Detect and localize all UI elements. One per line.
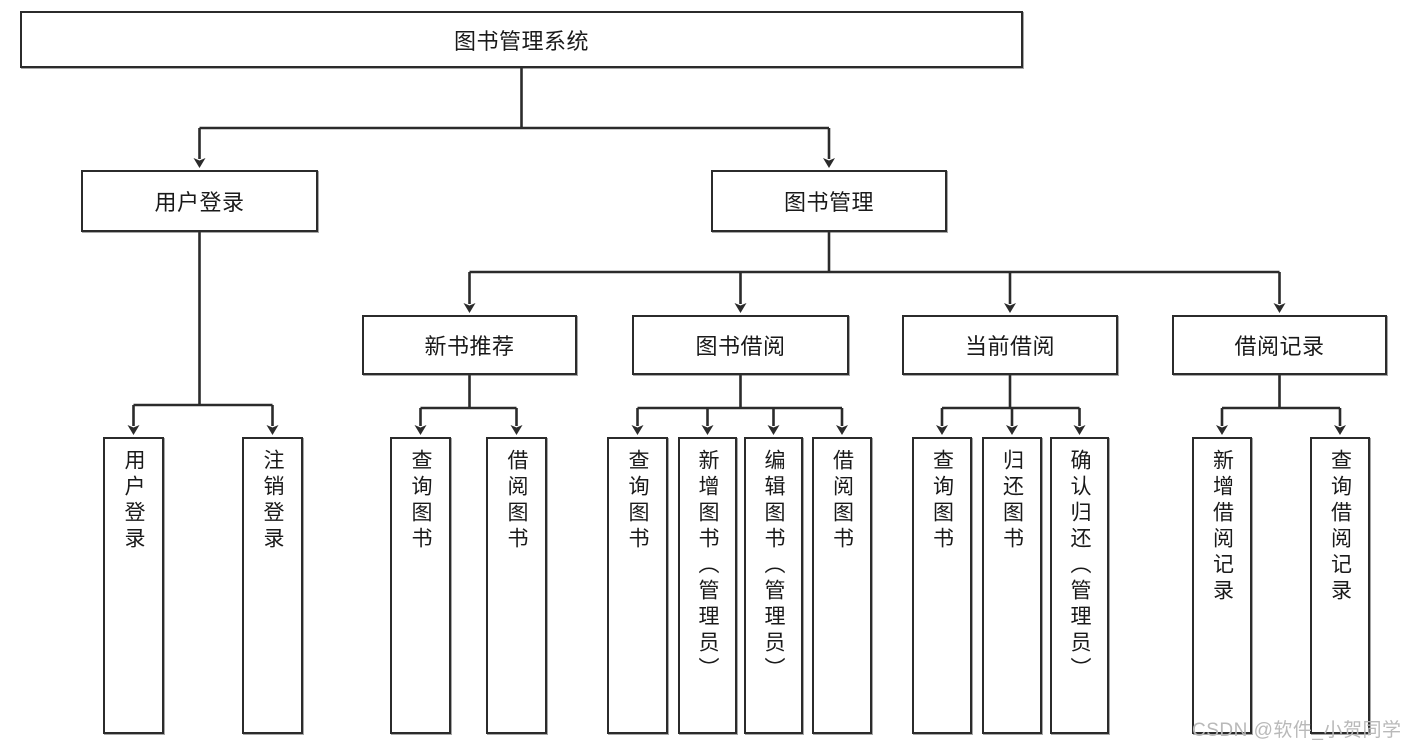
node-label: 确认归还（管理员）	[1068, 449, 1091, 683]
node-label: 新书推荐	[424, 334, 515, 359]
node-label: 查询借阅记录	[1328, 449, 1352, 605]
leaf-node[interactable]: 用户登录	[103, 437, 164, 734]
node-label: 查询图书	[930, 449, 954, 553]
node-label: 图书借阅	[695, 334, 786, 359]
node-label: 当前借阅	[964, 334, 1055, 359]
leaf-node[interactable]: 查询图书	[607, 437, 668, 734]
node-label: 编辑图书（管理员）	[762, 449, 785, 683]
node-label: 借阅记录	[1234, 334, 1325, 359]
leaf-node[interactable]: 查询图书	[390, 437, 451, 734]
level3-node[interactable]: 图书借阅	[632, 315, 849, 375]
leaf-node[interactable]: 查询图书	[912, 437, 972, 734]
leaf-node[interactable]: 新增借阅记录	[1192, 437, 1252, 734]
node-label: 借阅图书	[505, 449, 528, 553]
node-label: 归还图书	[1000, 449, 1024, 553]
leaf-node[interactable]: 查询借阅记录	[1310, 437, 1370, 734]
level2-node[interactable]: 用户登录	[81, 170, 318, 232]
node-label: 查询图书	[626, 449, 649, 553]
node-label: 查询图书	[409, 449, 432, 553]
leaf-node[interactable]: 归还图书	[982, 437, 1042, 734]
node-label: 注销登录	[261, 449, 284, 553]
level3-node[interactable]: 借阅记录	[1172, 315, 1387, 375]
leaf-node[interactable]: 借阅图书	[812, 437, 872, 734]
node-label: 借阅图书	[830, 449, 854, 553]
leaf-node[interactable]: 新增图书（管理员）	[678, 437, 737, 734]
leaf-node[interactable]: 编辑图书（管理员）	[744, 437, 803, 734]
level2-node[interactable]: 图书管理	[711, 170, 947, 232]
leaf-node[interactable]: 借阅图书	[486, 437, 547, 734]
node-label: 图书管理	[783, 190, 874, 215]
node-label: 图书管理系统	[453, 28, 589, 54]
level3-node[interactable]: 当前借阅	[902, 315, 1118, 375]
node-label: 新增图书（管理员）	[696, 449, 719, 683]
level3-node[interactable]: 新书推荐	[362, 315, 577, 375]
node-label: 用户登录	[122, 449, 145, 553]
watermark-text: CSDN @软件_小贺同学	[1192, 720, 1402, 741]
node-label: 用户登录	[154, 190, 245, 215]
root-node[interactable]: 图书管理系统	[20, 11, 1023, 68]
leaf-node[interactable]: 注销登录	[242, 437, 303, 734]
leaf-node[interactable]: 确认归还（管理员）	[1050, 437, 1109, 734]
node-label: 新增借阅记录	[1210, 449, 1234, 605]
